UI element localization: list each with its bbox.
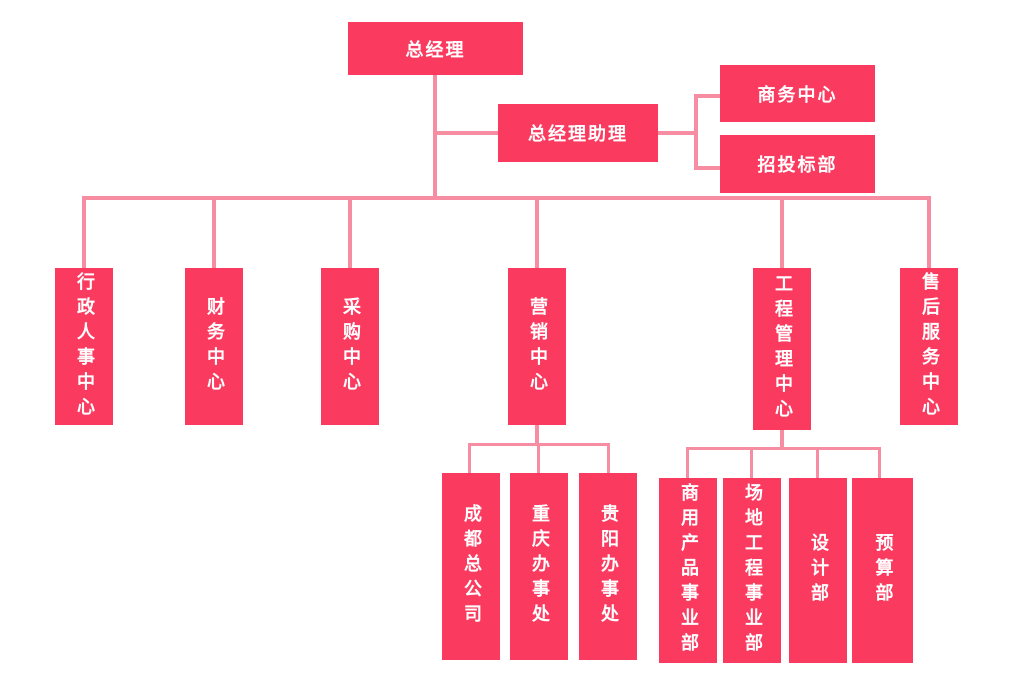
node-label-engineering-mgmt-center: 工程管理中心: [772, 274, 793, 424]
node-guiyang-office: 贵阳办事处: [579, 473, 637, 660]
connector-drop-chengdu: [468, 443, 471, 473]
node-label-marketing-center: 营销中心: [527, 296, 548, 397]
node-procurement-center: 采购中心: [321, 268, 379, 425]
connector-marketing-down: [535, 425, 539, 446]
connector-drop-after-sales: [927, 200, 931, 268]
connector-drop-chongqing: [537, 443, 540, 473]
node-label-bidding-dept: 招投标部: [757, 155, 838, 176]
connector-to-bidding-dept: [694, 166, 720, 170]
node-after-sales-center: 售后服务中心: [900, 268, 958, 425]
connector-engineering-bracket: [686, 447, 881, 450]
node-chengdu-hq: 成都总公司: [442, 473, 500, 660]
node-gm-assistant: 总经理助理: [498, 104, 658, 162]
node-business-center: 商务中心: [720, 65, 875, 122]
connector-drop-budget: [878, 447, 881, 478]
node-marketing-center: 营销中心: [508, 268, 566, 425]
node-design-dept: 设计部: [789, 478, 847, 663]
connector-assistant-bracket: [694, 94, 698, 170]
node-budget-dept: 预算部: [852, 478, 913, 663]
connector-drop-site-engineering: [750, 447, 753, 478]
connector-to-business-center: [694, 94, 720, 98]
node-engineering-mgmt-center: 工程管理中心: [753, 268, 811, 430]
connector-drop-marketing: [535, 200, 539, 268]
connector-drop-finance: [212, 200, 216, 268]
node-label-general-manager: 总经理: [405, 39, 466, 61]
connector-drop-guiyang: [607, 443, 610, 473]
node-label-gm-assistant: 总经理助理: [528, 124, 628, 145]
connector-drop-commercial-products: [686, 447, 689, 478]
node-label-chengdu-hq: 成都总公司: [461, 504, 482, 629]
connector-level2-trunk: [82, 196, 931, 200]
connector-drop-engineering: [780, 200, 784, 268]
node-label-admin-hr-center: 行政人事中心: [74, 271, 95, 422]
node-label-chongqing-office: 重庆办事处: [529, 504, 550, 629]
connector-engineering-down: [780, 430, 784, 449]
node-label-design-dept: 设计部: [808, 533, 829, 608]
node-label-after-sales-center: 售后服务中心: [919, 271, 940, 422]
node-finance-center: 财务中心: [185, 268, 243, 425]
node-label-finance-center: 财务中心: [204, 296, 225, 397]
connector-assistant-right: [658, 131, 695, 135]
connector-drop-design: [816, 447, 819, 478]
node-admin-hr-center: 行政人事中心: [55, 268, 113, 425]
connector-gm-to-assistant: [435, 131, 498, 135]
node-label-budget-dept: 预算部: [872, 533, 894, 608]
connector-drop-admin-hr: [82, 200, 86, 268]
node-commercial-products-div: 商用产品事业部: [659, 478, 717, 663]
node-site-engineering-div: 场地工程事业部: [723, 478, 781, 663]
node-label-procurement-center: 采购中心: [340, 296, 361, 397]
node-bidding-dept: 招投标部: [720, 135, 875, 193]
node-general-manager: 总经理: [348, 22, 523, 75]
node-label-guiyang-office: 贵阳办事处: [598, 504, 619, 629]
connector-drop-procurement: [348, 200, 352, 268]
connector-gm-trunk-vertical: [433, 75, 437, 200]
node-label-business-center: 商务中心: [757, 84, 838, 106]
node-label-commercial-products-div: 商用产品事业部: [678, 483, 699, 658]
node-chongqing-office: 重庆办事处: [510, 473, 568, 660]
node-label-site-engineering-div: 场地工程事业部: [742, 483, 763, 658]
